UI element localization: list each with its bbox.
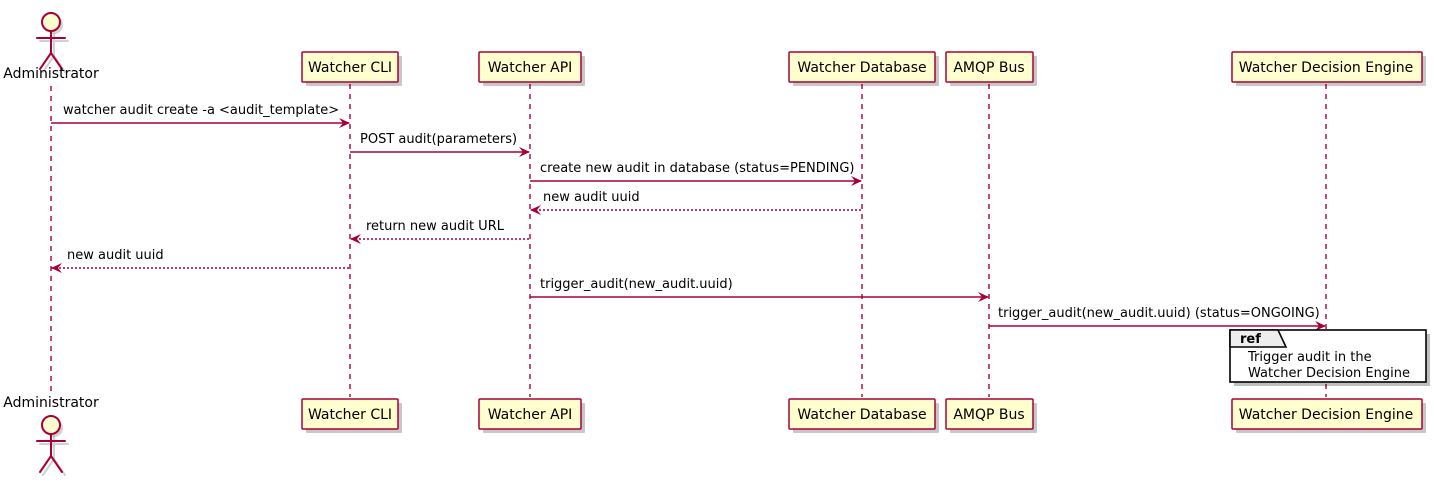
- message-label-2: POST audit(parameters): [360, 132, 517, 147]
- participant-label-watcher_database-top: Watcher Database: [797, 60, 926, 76]
- message-6: new audit uuid: [51, 248, 349, 273]
- participant-box-watcher_database[interactable]: [788, 51, 936, 83]
- participant-label-watcher_database-bottom: Watcher Database: [797, 407, 926, 423]
- actor-head-icon: [41, 415, 61, 435]
- participant-box-watcher_database[interactable]: [788, 398, 936, 430]
- participant-watcher_decision_engine-bottom[interactable]: Watcher Decision Engine: [1231, 398, 1426, 433]
- message-7: trigger_audit(new_audit.uuid): [530, 277, 989, 302]
- message-arrowhead-2: [519, 147, 530, 157]
- message-label-7: trigger_audit(new_audit.uuid): [540, 277, 733, 292]
- message-label-4: new audit uuid: [543, 190, 640, 205]
- participant-label-watcher_decision_engine-bottom: Watcher Decision Engine: [1239, 407, 1413, 423]
- messages-layer: watcher audit create -a <audit_template>…: [51, 103, 1326, 331]
- participant-box-amqp_bus[interactable]: [945, 51, 1034, 83]
- participant-box-watcher_cli[interactable]: [301, 398, 399, 430]
- participant-label-amqp_bus-bottom: AMQP Bus: [953, 407, 1024, 423]
- message-2: POST audit(parameters): [350, 132, 530, 157]
- participant-watcher_cli-top[interactable]: Watcher CLI: [301, 51, 402, 86]
- participant-watcher_database-bottom[interactable]: Watcher Database: [788, 398, 939, 433]
- message-3: create new audit in database (status=PEN…: [530, 161, 862, 186]
- actor-body-shadow: [39, 33, 69, 73]
- participant-amqp_bus-bottom[interactable]: AMQP Bus: [945, 398, 1037, 433]
- message-label-3: create new audit in database (status=PEN…: [540, 161, 855, 176]
- participant-watcher_api-top[interactable]: Watcher API: [478, 51, 585, 86]
- participant-label-watcher_api-bottom: Watcher API: [488, 407, 573, 423]
- actor-body-shadow: [39, 436, 69, 476]
- actor-head-icon: [41, 12, 61, 32]
- participant-box-watcher_cli[interactable]: [301, 51, 399, 83]
- actor-administrator-bottom: [36, 415, 69, 476]
- message-arrowhead-8: [1315, 321, 1326, 331]
- participant-box-amqp_bus[interactable]: [945, 398, 1034, 430]
- participant-label-watcher_api-top: Watcher API: [488, 60, 573, 76]
- message-1: watcher audit create -a <audit_template>: [51, 103, 350, 128]
- ref-text-line-0: Trigger audit in the: [1247, 350, 1372, 365]
- message-4: new audit uuid: [530, 190, 861, 215]
- participant-label-administrator-top: Administrator: [3, 66, 99, 82]
- message-arrowhead-6: [51, 263, 62, 273]
- ref-tab-label: ref: [1240, 332, 1261, 347]
- participant-watcher_cli-bottom[interactable]: Watcher CLI: [301, 398, 402, 433]
- participant-box-watcher_decision_engine[interactable]: [1231, 51, 1423, 83]
- participant-box-watcher_api[interactable]: [478, 398, 582, 430]
- participant-watcher_database-top[interactable]: Watcher Database: [788, 51, 939, 86]
- participant-label-watcher_decision_engine-top: Watcher Decision Engine: [1239, 60, 1413, 76]
- message-arrowhead-7: [978, 292, 989, 302]
- participants-top-layer: Administrator Watcher CLI Watcher API Watch…: [3, 12, 1426, 86]
- message-5: return new audit URL: [350, 219, 529, 244]
- ref-text-line-1: Watcher Decision Engine: [1248, 366, 1410, 381]
- actor-body-icon: [36, 433, 66, 473]
- participant-label-watcher_cli-top: Watcher CLI: [308, 60, 392, 76]
- lifelines-layer: [50, 84, 1327, 397]
- message-label-8: trigger_audit(new_audit.uuid) (status=ON…: [998, 306, 1320, 321]
- message-arrowhead-3: [851, 176, 862, 186]
- actor-administrator-top: [36, 12, 69, 73]
- participant-label-amqp_bus-top: AMQP Bus: [953, 60, 1024, 76]
- participant-watcher_decision_engine-top[interactable]: Watcher Decision Engine: [1231, 51, 1426, 86]
- message-8: trigger_audit(new_audit.uuid) (status=ON…: [989, 306, 1326, 331]
- ref-tab: [1229, 329, 1288, 348]
- participant-watcher_api-bottom[interactable]: Watcher API: [478, 398, 585, 433]
- message-arrowhead-5: [350, 234, 361, 244]
- message-label-6: new audit uuid: [67, 248, 164, 263]
- participant-box-watcher_decision_engine[interactable]: [1231, 398, 1423, 430]
- actor-body-icon: [36, 30, 66, 70]
- participant-amqp_bus-top[interactable]: AMQP Bus: [945, 51, 1037, 86]
- participant-box-watcher_api[interactable]: [478, 51, 582, 83]
- message-arrowhead-1: [339, 118, 350, 128]
- message-label-5: return new audit URL: [366, 219, 505, 234]
- participant-label-watcher_cli-bottom: Watcher CLI: [308, 407, 392, 423]
- message-arrowhead-4: [530, 205, 541, 215]
- message-label-1: watcher audit create -a <audit_template>: [63, 103, 339, 118]
- participant-label-administrator-bottom: Administrator: [3, 395, 99, 411]
